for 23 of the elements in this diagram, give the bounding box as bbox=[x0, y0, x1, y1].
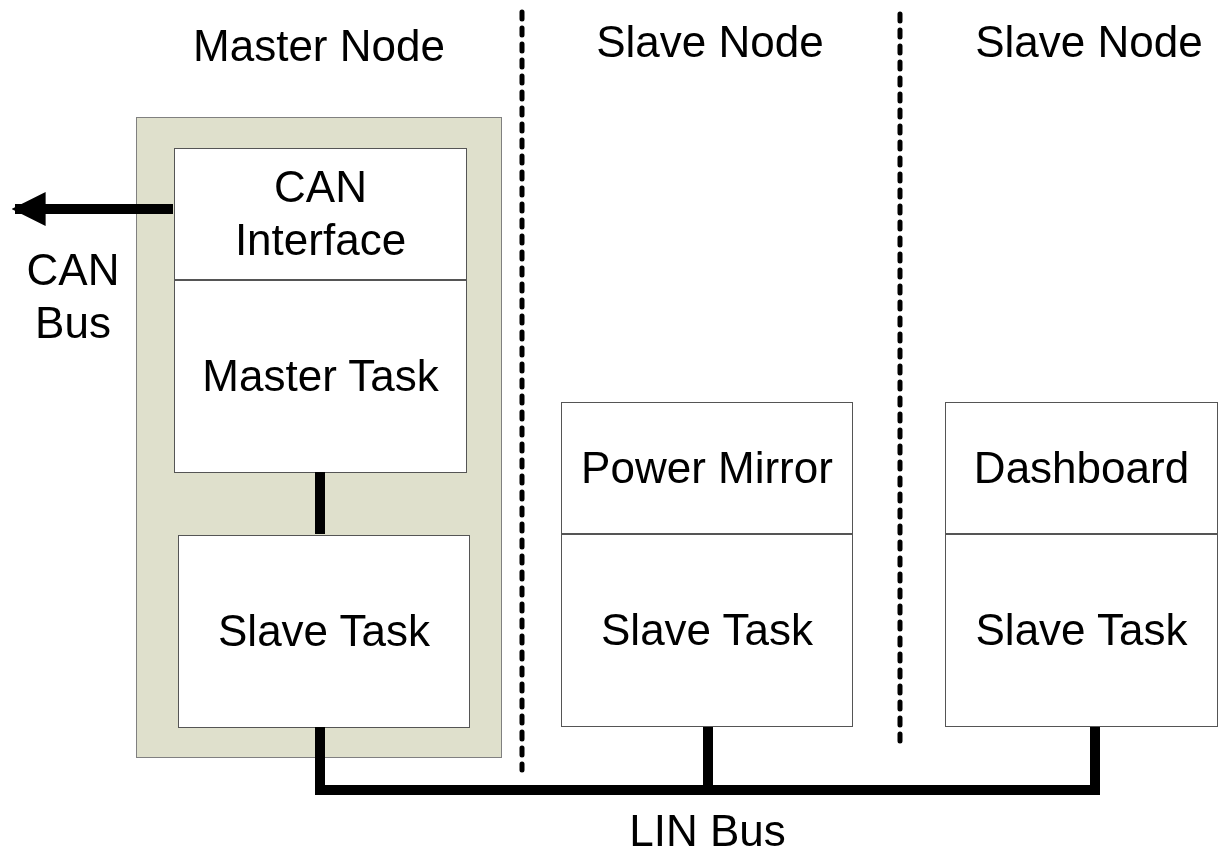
task-box bbox=[174, 280, 467, 473]
box-text: Power Mirror bbox=[581, 441, 833, 494]
task-box bbox=[561, 402, 853, 534]
box-text: Dashboard bbox=[973, 441, 1190, 494]
connector-line bbox=[703, 727, 713, 785]
task-box bbox=[945, 534, 1218, 727]
connector-line bbox=[315, 472, 325, 534]
task-box bbox=[561, 534, 853, 727]
task-box bbox=[945, 402, 1218, 534]
connector-line bbox=[315, 727, 325, 785]
panel-heading: Master Node bbox=[192, 24, 446, 68]
box-text: Slave Task bbox=[218, 605, 430, 658]
box-text: Master Task bbox=[202, 350, 439, 403]
box-text: CAN Interface bbox=[233, 161, 408, 266]
box-text: Slave Task bbox=[601, 604, 813, 657]
bus-label: LIN Bus bbox=[629, 809, 786, 853]
arrow bbox=[11, 192, 173, 226]
box-text: Slave Task bbox=[975, 604, 1188, 657]
task-box bbox=[178, 535, 470, 728]
task-box bbox=[174, 148, 467, 280]
column-heading: Slave Node bbox=[974, 20, 1204, 64]
connector-line bbox=[1090, 727, 1100, 785]
column-heading: Slave Node bbox=[595, 20, 825, 64]
